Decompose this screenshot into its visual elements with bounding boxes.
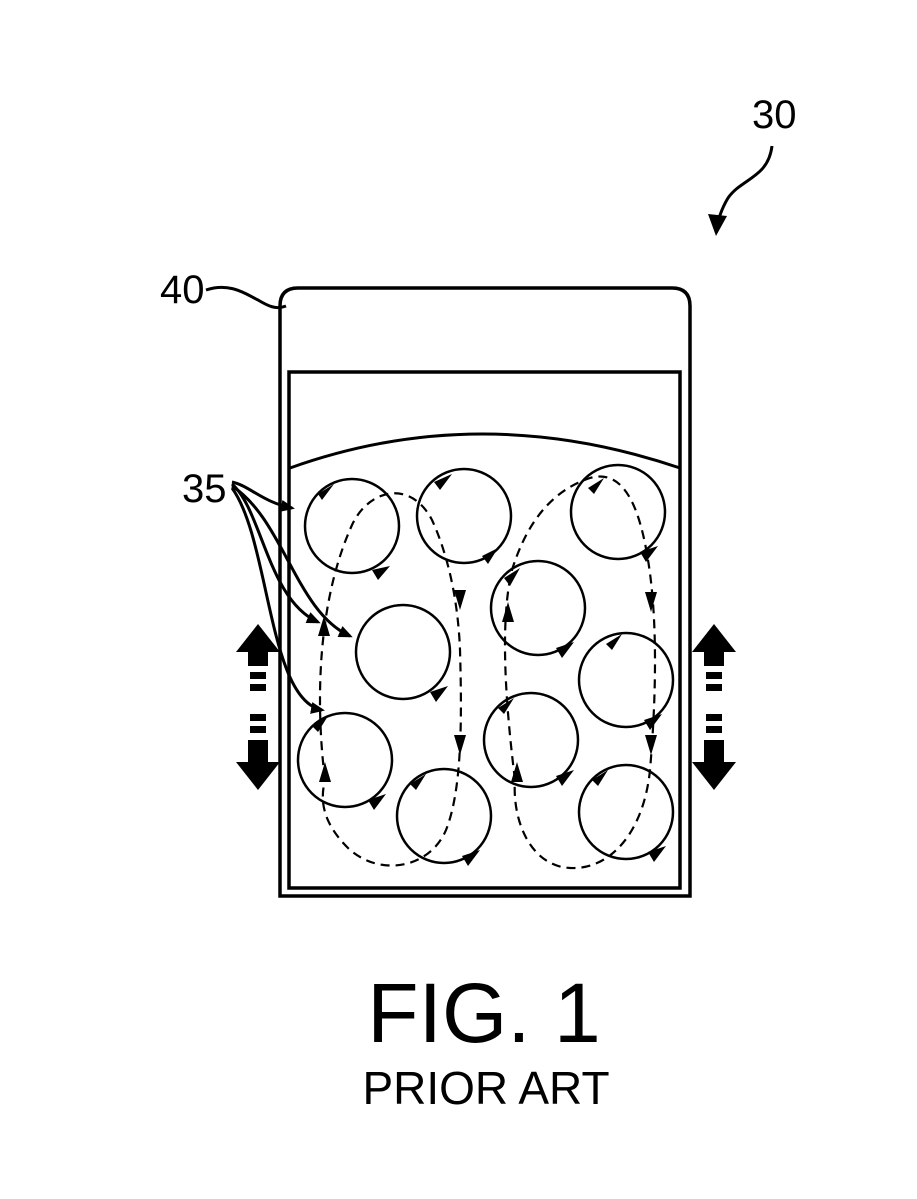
circulation-paths bbox=[320, 477, 655, 869]
flow-arrow-5 bbox=[502, 602, 514, 622]
ref-label-40: 40 bbox=[160, 268, 205, 312]
ref-label-35: 35 bbox=[182, 467, 227, 511]
flow-arrow-2 bbox=[319, 762, 331, 782]
particle bbox=[356, 605, 450, 702]
fluid-surface bbox=[290, 434, 680, 468]
leader-35-b bbox=[232, 484, 318, 622]
vessel bbox=[280, 288, 690, 896]
particle bbox=[579, 633, 673, 730]
particle bbox=[571, 465, 665, 562]
figure-subtitle: PRIOR ART bbox=[362, 1062, 609, 1114]
particle bbox=[579, 765, 673, 862]
flow-arrow-4 bbox=[454, 735, 466, 755]
leader-30-arrowhead bbox=[708, 214, 727, 236]
vessel-outer-wall bbox=[280, 288, 690, 896]
agitation-arrow-right bbox=[692, 624, 736, 790]
particles bbox=[298, 465, 673, 866]
ref-label-30: 30 bbox=[752, 93, 797, 137]
leader-40 bbox=[206, 287, 286, 307]
flow-arrow-7 bbox=[645, 592, 657, 612]
leaders-35 bbox=[232, 482, 350, 710]
figure-caption: FIG. 1 bbox=[367, 966, 600, 1060]
particle bbox=[305, 479, 399, 580]
flow-arrow-8 bbox=[645, 735, 657, 755]
particle bbox=[298, 713, 392, 810]
particle bbox=[484, 693, 578, 787]
particle bbox=[397, 769, 491, 866]
agitation-arrow-left bbox=[236, 624, 280, 790]
